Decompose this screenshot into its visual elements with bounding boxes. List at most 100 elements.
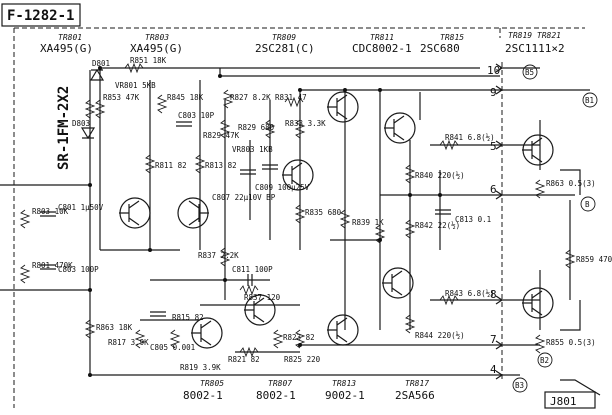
ref-tr813: TR813 [332,379,356,388]
terminals: B5 B1 B B2 B3 [512,64,598,393]
part-tr807: 8002-1 [256,389,296,402]
terminal-b1-label: B1 [585,96,594,105]
lbl-r821: R821 82 [228,355,260,364]
part-tr817: 2SA566 [395,389,435,402]
pin-10: 10 [487,64,500,77]
lbl-c803: C803 10P [178,111,215,120]
lbl-r837a: R837 2.2K [198,251,239,260]
lbl-c801: C801 1μ50V [58,203,104,212]
lbl-r831: R831 47 [275,93,307,102]
lbl-d803: D803 [72,119,90,128]
part-tr819: 2SC1111×2 [505,42,565,55]
lbl-c813: C813 0.1 [455,215,491,224]
board-id: F-1282-1 [7,8,74,24]
board-id-box [1,3,81,27]
top-group-labels: TR801 XA495(G) TR803 XA495(G) TR809 2SC2… [40,31,565,55]
lbl-r803: R803 10K [32,207,69,216]
terminal-b3-label: B3 [515,381,524,390]
resistors [19,62,576,358]
lbl-r863a: R863 0.5(3) [546,179,596,188]
lbl-c803b: C803 100P [58,265,99,274]
lbl-r827: R827 8.2K [230,93,271,102]
component-labels: D801 R851 18K D803 R853 47K VR801 5KB R8… [32,56,612,372]
connector-j801-box [544,391,596,409]
lbl-r844: R844 220(½) [415,331,465,340]
lbl-r859: R859 470(2) [576,255,612,264]
lbl-r813: R813 82 [205,161,237,170]
ref-tr811: TR811 [370,33,394,42]
terminal-b-label: B [585,200,590,209]
ref-tr803: TR803 [145,33,169,42]
lbl-r819: R819 3.9K [180,363,221,372]
part-tr801: XA495(G) [40,42,93,55]
lbl-c809: C809 100μ25V [255,183,310,192]
part-tr803: XA495(G) [130,42,183,55]
lbl-r855: R855 0.5(3) [546,338,596,347]
terminal-b [580,196,596,212]
diode-d801 [89,68,105,81]
pin-numbers: 10 9 5 6 8 7 4 [487,64,500,376]
terminal-b2 [537,352,553,368]
pin-7: 7 [490,333,497,346]
lbl-d801: D801 [92,59,110,68]
diodes [80,68,105,140]
junctions [88,66,442,377]
terminal-b2-label: B2 [540,356,549,365]
lbl-r825: R825 220 [284,355,321,364]
terminal-b3 [512,377,528,393]
ref-tr807: TR807 [268,379,292,388]
ref-tr819: TR819 TR821 [508,31,561,40]
ref-tr805: TR805 [200,379,224,388]
pin-8: 8 [490,288,497,301]
lbl-r801: R801 470K [32,261,73,270]
lbl-r863b: R863 18K [96,323,133,332]
ref-tr801: TR801 [58,33,82,42]
lbl-r833: R833 3.3K [285,119,326,128]
lbl-r839: R839 1K [352,218,384,227]
pin-5: 5 [490,140,497,153]
terminal-b1 [582,92,598,108]
module-label: SR-1FM-2X2 [56,86,72,170]
part-tr811: CDC8002-1 [352,42,412,55]
lbl-r845: R845 18K [167,93,204,102]
pin-6: 6 [490,183,497,196]
pin-9: 9 [490,86,497,99]
lbl-c811: C811 100P [232,265,273,274]
lbl-r840: R840 220(½) [415,171,465,180]
capacitors [40,121,451,317]
terminal-b5-label: B5 [525,68,534,77]
part-tr809: 2SC281(C) [255,42,315,55]
lbl-r829b: R829 680 [238,123,275,132]
lbl-r851: R851 18K [130,56,167,65]
terminal-b5 [522,64,538,80]
lbl-r841: R841 6.8(½) [445,133,495,142]
ref-tr815: TR815 [440,33,464,42]
part-tr813: 9002-1 [325,389,365,402]
lbl-r829a: R829 47K [203,131,240,140]
ref-tr817: TR817 [405,379,429,388]
transistors [119,91,554,349]
pin-markers [495,63,504,380]
connector-j801: J801 [550,395,577,408]
lbl-r811: R811 82 [155,161,187,170]
lbl-r823: R823 82 [283,333,315,342]
lbl-vr801: VR801 5KB [115,81,156,90]
pin-4: 4 [490,363,497,376]
ref-tr809: TR809 [272,33,296,42]
lbl-c807: C807 22μ10V BP [212,193,276,202]
part-tr805: 8002-1 [183,389,223,402]
lbl-r853: R853 47K [103,93,140,102]
lbl-r835: R835 680 [305,208,342,217]
bottom-group-labels: TR805 8002-1 TR807 8002-1 TR813 9002-1 T… [183,379,435,402]
board-outline [13,27,585,408]
diode-d803 [80,127,96,140]
lbl-r817: R817 3.9K [108,338,149,347]
lbl-r843: R843 6.8(½) [445,289,495,298]
lbl-r837b: R837 120 [244,293,281,302]
lbl-r842: R842 22(½) [415,221,460,230]
part-tr815: 2SC680 [420,42,460,55]
lbl-c805: C805 0.001 [150,343,195,352]
lbl-vr803: VR803 1KB [232,145,273,154]
